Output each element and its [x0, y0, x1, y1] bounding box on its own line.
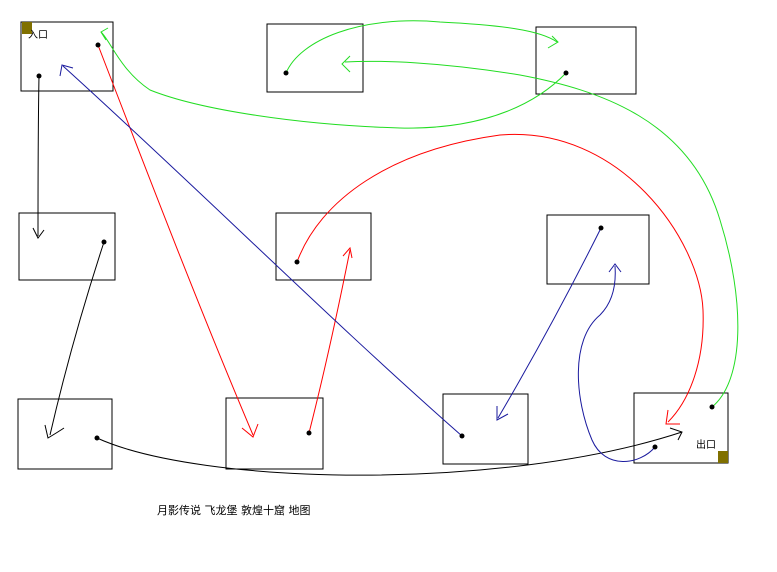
arrowhead-blue-6: [608, 263, 622, 273]
path-red-5-to-10: [296, 133, 704, 423]
node-dot-1a: [36, 73, 42, 79]
path-blue-10-to-6: [577, 265, 656, 462]
path-green-3-to-2: [100, 31, 567, 129]
path-green-10-to-2: [344, 60, 739, 408]
arrowhead-red-10: [665, 409, 680, 425]
exit-marker: [718, 451, 728, 463]
node-dot-6: [598, 225, 604, 231]
path-green-2-to-3: [285, 20, 558, 74]
arrowhead-red-8: [241, 423, 259, 438]
room-box-9: [442, 393, 529, 465]
room-box-10-exit: [633, 392, 729, 464]
path-red-1-to-8: [97, 44, 254, 436]
path-black-1-to-4: [37, 75, 40, 237]
node-dot-4: [101, 239, 107, 245]
arrowhead-black-4: [32, 227, 45, 239]
node-dot-10a: [652, 444, 658, 450]
node-dot-7: [94, 435, 100, 441]
path-blue-9-to-1: [62, 65, 463, 437]
path-black-4-to-7: [49, 241, 105, 436]
room-box-8: [225, 397, 324, 470]
room-box-2: [266, 23, 364, 93]
exit-label: 出口: [696, 438, 716, 451]
arrowhead-blue-1: [59, 64, 74, 77]
arrowhead-black-10: [669, 427, 683, 441]
arrowhead-black-7: [44, 424, 65, 439]
arrowhead-red-5: [342, 246, 353, 259]
entrance-label: 入口: [28, 30, 48, 41]
arrowhead-blue-9: [496, 406, 509, 421]
path-blue-6-to-9: [497, 227, 602, 419]
map-caption: 月影传说 飞龙堡 敦煌十窟 地图: [157, 504, 311, 517]
room-box-5: [275, 212, 372, 281]
node-dot-5: [294, 259, 300, 265]
node-dot-2: [283, 70, 289, 76]
room-box-3: [535, 26, 637, 95]
node-dot-3: [563, 70, 569, 76]
arrowhead-green-3: [547, 35, 559, 49]
node-dot-9: [459, 433, 465, 439]
node-dot-10b: [709, 404, 715, 410]
node-dot-1b: [95, 42, 101, 48]
room-box-6: [546, 214, 650, 285]
node-dot-8: [306, 430, 312, 436]
arrowhead-green-1: [100, 27, 109, 41]
arrowhead-green-2: [341, 55, 351, 73]
room-box-1-entrance: [20, 21, 114, 92]
room-box-7: [17, 398, 113, 470]
path-red-8-to-5: [308, 249, 351, 434]
room-box-4: [18, 212, 116, 281]
path-black-7-to-10: [96, 431, 683, 476]
entrance-marker: [22, 22, 32, 34]
